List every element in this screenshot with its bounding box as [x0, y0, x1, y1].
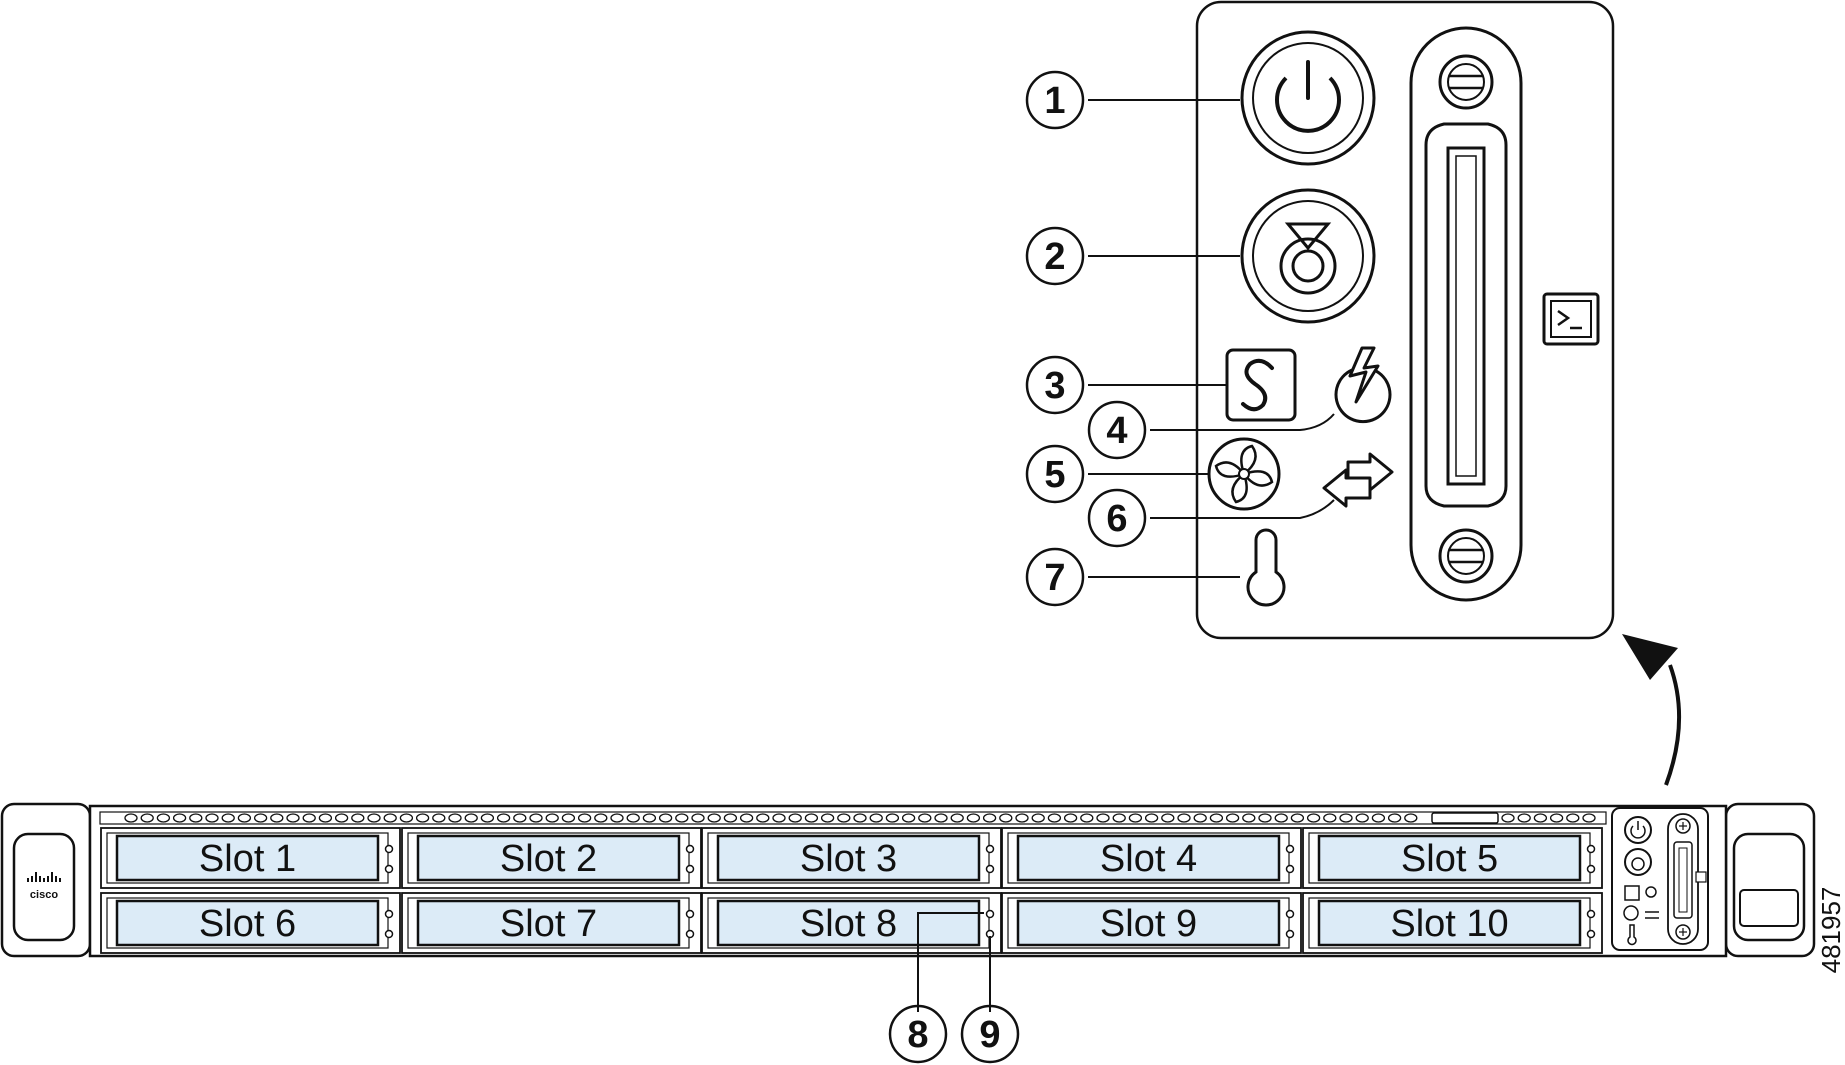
temperature-status-icon	[1246, 528, 1286, 607]
slot-label: Slot 2	[500, 838, 597, 880]
drive-activity-led	[1285, 844, 1295, 854]
drive-activity-led	[384, 844, 394, 854]
drive-status-led	[985, 864, 995, 874]
slot-label: Slot 7	[500, 903, 597, 945]
slot-label: Slot 1	[199, 838, 296, 880]
drive-slot-6: Slot 6	[100, 892, 401, 954]
power-button-icon	[1240, 30, 1376, 166]
drive-activity-led	[985, 909, 995, 919]
callout-number: 6	[1106, 498, 1127, 540]
drive-slot-1: Slot 1	[100, 827, 401, 889]
drive-activity-led	[1285, 909, 1295, 919]
zoom-arrow	[1622, 634, 1682, 786]
drive-activity-led	[1586, 844, 1596, 854]
callout-3: 3	[1025, 355, 1085, 415]
callout-8: 8	[888, 1004, 948, 1064]
callout-number: 7	[1044, 557, 1065, 599]
callout-number: 9	[979, 1014, 1000, 1056]
slot-label: Slot 10	[1390, 903, 1508, 945]
callout-6: 6	[1087, 488, 1147, 548]
drive-slot-9: Slot 9	[1001, 892, 1302, 954]
console-port-icon	[1542, 292, 1600, 346]
drive-activity-led	[384, 909, 394, 919]
drive-status-led	[685, 929, 695, 939]
slot-label: Slot 9	[1100, 903, 1197, 945]
callout-2: 2	[1025, 226, 1085, 286]
drive-slot-2: Slot 2	[401, 827, 702, 889]
callout-number: 3	[1044, 365, 1065, 407]
callout-number: 5	[1044, 454, 1065, 496]
drive-slot-10: Slot 10	[1302, 892, 1603, 954]
callout-number: 4	[1106, 410, 1127, 452]
drive-status-led	[1285, 929, 1295, 939]
drive-slot-4: Slot 4	[1001, 827, 1302, 889]
power-supply-status-icon	[1334, 346, 1392, 424]
slot-label: Slot 8	[800, 903, 897, 945]
drive-status-led	[685, 864, 695, 874]
callout-leaders	[1088, 99, 1335, 578]
unit-identification-button-icon	[1240, 188, 1376, 324]
drive-status-led	[1285, 864, 1295, 874]
network-link-icon	[1322, 452, 1394, 508]
drive-status-led	[384, 864, 394, 874]
drive-activity-led	[685, 909, 695, 919]
drive-activity-led	[1586, 909, 1596, 919]
callout-1: 1	[1025, 70, 1085, 130]
callout-number: 1	[1044, 80, 1065, 122]
cisco-logo-text: cisco	[30, 889, 58, 901]
callout-5: 5	[1025, 444, 1085, 504]
drive-status-led	[1586, 929, 1596, 939]
vent-holes	[124, 813, 1596, 823]
control-panel-detail	[1195, 0, 1615, 640]
drive-led-leaders	[917, 912, 991, 1012]
slot-label: Slot 5	[1401, 838, 1498, 880]
fan-status-icon	[1207, 437, 1281, 511]
callout-number: 2	[1044, 236, 1065, 278]
drive-activity-led	[985, 844, 995, 854]
drive-bays: Slot 1 Slot 2 Slot 3 Slot 4 Slot 5 Slot 6 Slot…	[100, 827, 1603, 954]
callout-7: 7	[1025, 547, 1085, 607]
drive-activity-led	[685, 844, 695, 854]
system-status-icon	[1225, 348, 1297, 422]
chassis-control-panel	[1611, 807, 1709, 951]
drive-slot-8: Slot 8	[701, 892, 1002, 954]
console-port	[1409, 26, 1523, 602]
slot-label: Slot 3	[800, 838, 897, 880]
figure-id: 481957	[1816, 887, 1845, 974]
callout-number: 8	[907, 1014, 928, 1056]
callout-9: 9	[960, 1004, 1020, 1064]
slot-label: Slot 6	[199, 903, 296, 945]
drive-slot-3: Slot 3	[701, 827, 1002, 889]
drive-slot-7: Slot 7	[401, 892, 702, 954]
cisco-logo: cisco	[27, 872, 61, 901]
slot-label: Slot 4	[1100, 838, 1197, 880]
drive-status-led	[1586, 864, 1596, 874]
drive-status-led	[384, 929, 394, 939]
drive-slot-5: Slot 5	[1302, 827, 1603, 889]
callout-4: 4	[1087, 400, 1147, 460]
